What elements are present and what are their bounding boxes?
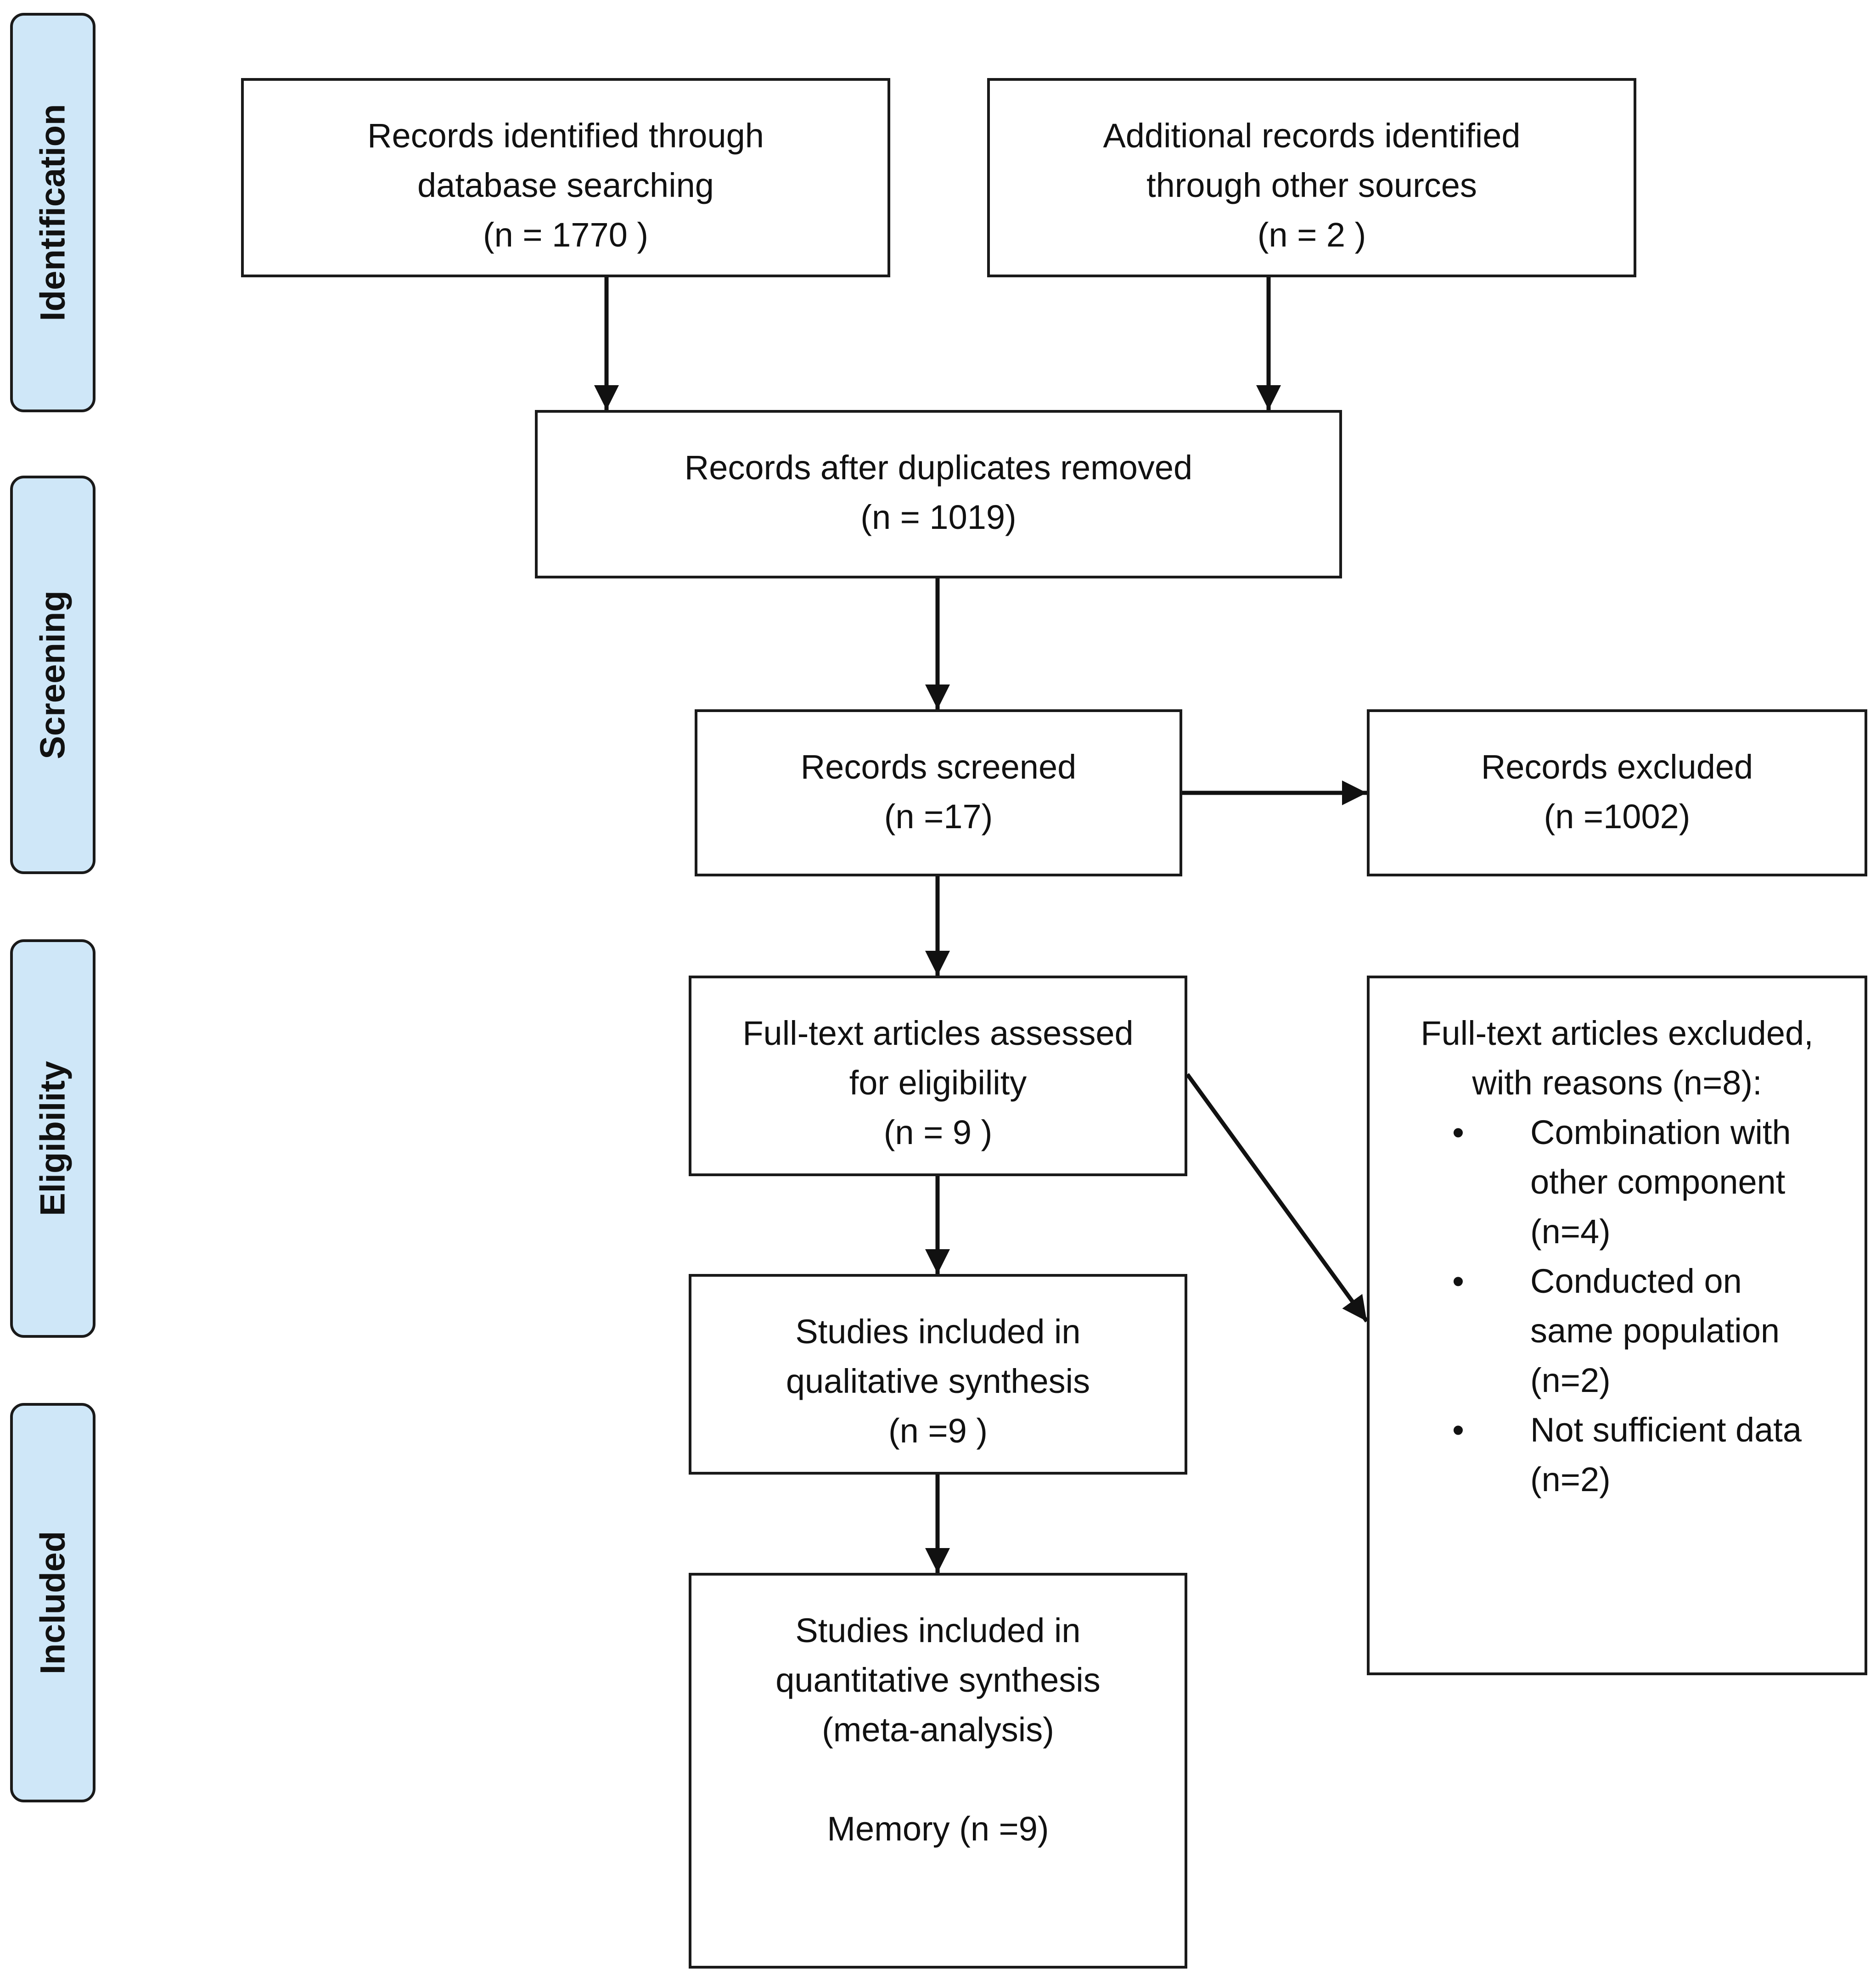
- bullet-icon: •: [1452, 1113, 1464, 1151]
- box-text-line: Additional records identified: [1103, 117, 1521, 155]
- box-text-line: Records excluded: [1481, 748, 1753, 786]
- reason-line: same population: [1530, 1312, 1780, 1350]
- excluded-heading-line: with reasons (n=8):: [1472, 1064, 1762, 1102]
- box-text-line: (n = 9 ): [883, 1113, 993, 1151]
- database-records-box: Records identified through database sear…: [241, 78, 890, 277]
- excluded-heading-line: Full-text articles excluded,: [1421, 1014, 1814, 1052]
- reason-line: (n=2): [1530, 1361, 1611, 1399]
- box-text-line: qualitative synthesis: [786, 1362, 1090, 1400]
- records-screened-box: Records screened (n =17): [695, 709, 1182, 876]
- box-text-line: through other sources: [1146, 166, 1477, 204]
- records-excluded-box: Records excluded (n =1002): [1367, 709, 1867, 876]
- box-text-line: Memory (n =9): [827, 1810, 1049, 1848]
- box-text-line: quantitative synthesis: [775, 1661, 1101, 1699]
- phase-identification: Identification: [10, 13, 95, 412]
- box-text-line: (n = 1770 ): [483, 216, 648, 254]
- box-text-line: (n = 2 ): [1257, 216, 1366, 254]
- bullet-icon: •: [1452, 1411, 1464, 1449]
- bullet-icon: •: [1452, 1262, 1464, 1300]
- full-text-assessed-box: Full-text articles assessed for eligibil…: [689, 976, 1187, 1176]
- box-text-line: (n =17): [884, 797, 993, 836]
- reason-line: Combination with: [1530, 1113, 1791, 1151]
- reason-line: other component: [1530, 1163, 1786, 1201]
- box-text-line: Studies included in: [795, 1611, 1081, 1650]
- box-text-line: Records screened: [800, 748, 1077, 786]
- box-text-line: (meta-analysis): [822, 1711, 1054, 1749]
- exclusion-reason-item: • Conducted on same population (n=2): [1370, 1257, 1865, 1405]
- reason-line: (n=4): [1530, 1212, 1611, 1251]
- reason-line: Not sufficient data: [1530, 1411, 1802, 1449]
- after-duplicates-box: Records after duplicates removed (n = 10…: [535, 410, 1342, 578]
- phase-screening: Screening: [10, 476, 95, 874]
- box-text-line: (n =1002): [1544, 797, 1691, 836]
- box-text-line: Records identified through: [367, 117, 764, 155]
- phase-included: Included: [10, 1403, 95, 1802]
- phase-eligibility: Eligibility: [10, 939, 95, 1338]
- other-sources-box: Additional records identified through ot…: [987, 78, 1636, 277]
- full-text-excluded-box: Full-text articles excluded, with reason…: [1367, 976, 1867, 1675]
- box-text-line: for eligibility: [849, 1064, 1027, 1102]
- box-text-line: Full-text articles assessed: [742, 1014, 1134, 1052]
- exclusion-reason-item: • Combination with other component (n=4): [1370, 1108, 1865, 1257]
- reason-line: Conducted on: [1530, 1262, 1742, 1300]
- box-text-line: database searching: [417, 166, 714, 204]
- reason-line: (n=2): [1530, 1460, 1611, 1498]
- box-text-line: Studies included in: [795, 1313, 1081, 1351]
- arrow-fulltext-to-excluded: [1185, 1073, 1369, 1323]
- qualitative-synthesis-box: Studies included in qualitative synthesi…: [689, 1274, 1187, 1475]
- box-text-line: (n = 1019): [860, 498, 1017, 536]
- box-text-line: (n =9 ): [888, 1412, 988, 1450]
- quantitative-synthesis-box: Studies included in quantitative synthes…: [689, 1573, 1187, 1969]
- exclusion-reason-item: • Not sufficient data (n=2): [1370, 1405, 1865, 1504]
- box-text-line: Records after duplicates removed: [684, 449, 1193, 487]
